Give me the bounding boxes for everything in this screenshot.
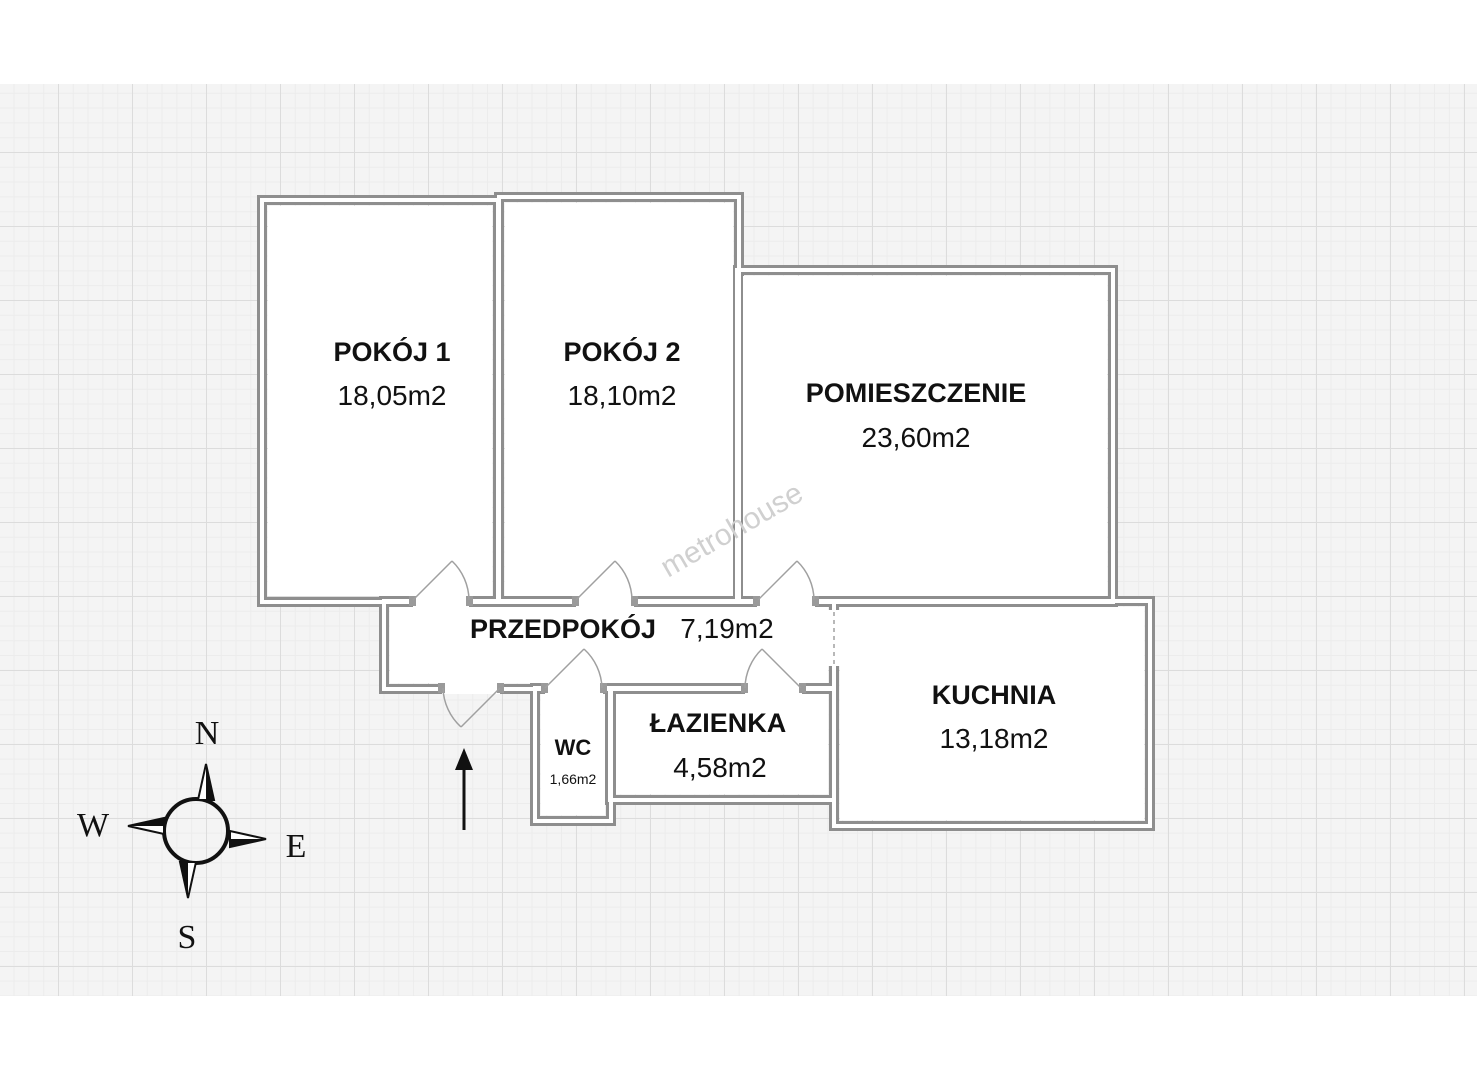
compass-labels: N S W E [77, 715, 306, 956]
room-area-lazienka: 4,58m2 [673, 752, 766, 783]
room-name-wc: WC [555, 735, 592, 760]
room-name-pokoj-1: POKÓJ 1 [333, 336, 450, 367]
compass-north-label: N [195, 715, 220, 752]
room-name-pokoj-2: POKÓJ 2 [563, 336, 680, 367]
room-area-kuchnia: 13,18m2 [940, 723, 1049, 754]
room-name-przedpokoj: PRZEDPOKÓJ [470, 613, 656, 644]
compass-icon [127, 763, 267, 899]
compass-east-label: E [286, 828, 307, 865]
room-area-pomieszczenie: 23,60m2 [862, 422, 971, 453]
room-name-kuchnia: KUCHNIA [932, 680, 1057, 710]
room-area-pokoj-2: 18,10m2 [568, 380, 677, 411]
compass-south-label: S [178, 919, 197, 956]
room-floors [268, 203, 1144, 820]
room-area-przedpokoj: 7,19m2 [680, 613, 773, 644]
room-name-pomieszczenie: POMIESZCZENIE [806, 378, 1027, 408]
doors [409, 560, 840, 728]
room-area-wc: 1,66m2 [550, 771, 597, 787]
room-area-pokoj-1: 18,05m2 [338, 380, 447, 411]
compass-west-label: W [77, 807, 110, 844]
room-name-lazienka: ŁAZIENKA [650, 708, 787, 738]
entrance-arrow-icon [455, 748, 473, 830]
room-labels: POKÓJ 1 18,05m2 POKÓJ 2 18,10m2 POMIESZC… [333, 336, 1056, 787]
